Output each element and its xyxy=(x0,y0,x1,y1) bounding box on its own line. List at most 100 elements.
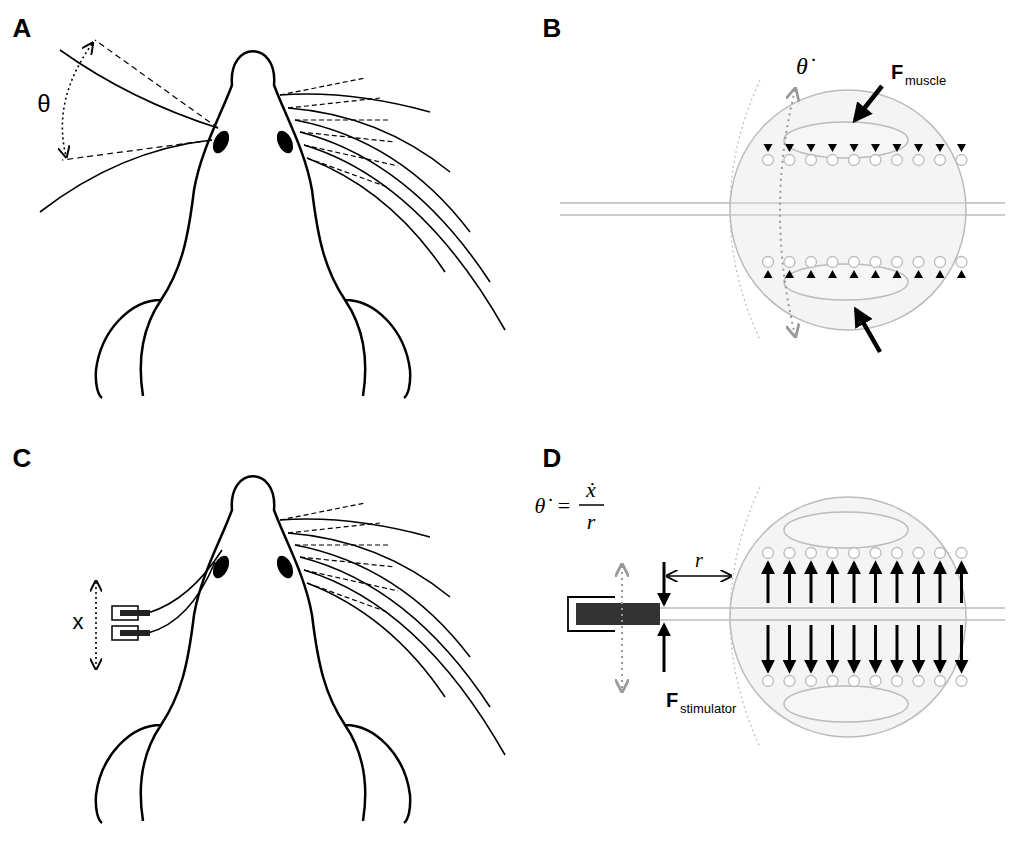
follicle xyxy=(784,122,908,158)
cell xyxy=(870,257,881,268)
stimulator xyxy=(576,603,660,625)
follicle xyxy=(560,202,1005,204)
distance-symbol: r xyxy=(587,511,596,533)
panel-letter: A xyxy=(13,15,32,41)
left-whisker xyxy=(148,550,222,613)
reaction-force-arrow xyxy=(874,625,877,671)
stimulator-force-arrow xyxy=(663,562,666,604)
cell xyxy=(849,676,860,687)
cell xyxy=(870,155,881,166)
follicle xyxy=(763,548,968,687)
equals-sign: = xyxy=(558,495,570,517)
follicle xyxy=(660,487,1005,747)
reaction-force-arrow xyxy=(939,563,942,603)
rest-tangent xyxy=(62,140,212,160)
stimulator-tube xyxy=(120,630,150,636)
velocity-symbol: θ̇ xyxy=(796,54,808,78)
muscle-force-marker xyxy=(785,144,794,152)
displacement-arrow xyxy=(621,566,623,690)
follicle xyxy=(763,144,968,278)
muscle-force-marker xyxy=(936,270,945,278)
muscle-force-marker xyxy=(807,270,816,278)
reaction-force-arrow xyxy=(767,625,770,671)
stimulator xyxy=(568,597,660,631)
force-symbol: F xyxy=(666,690,678,710)
force-subscript: muscle xyxy=(905,74,946,87)
velocity-symbol: θ̇ xyxy=(535,495,546,517)
reaction-force-arrow xyxy=(831,625,834,671)
reaction-force-arrow xyxy=(960,563,963,603)
follicle xyxy=(784,512,908,548)
cell xyxy=(935,548,946,559)
cell xyxy=(806,548,817,559)
cell xyxy=(849,257,860,268)
follicle xyxy=(560,214,1005,216)
cell xyxy=(806,676,817,687)
rest-tangent xyxy=(95,40,218,128)
rat-head xyxy=(96,51,505,398)
cell xyxy=(806,257,817,268)
left-whisker xyxy=(60,50,218,128)
follicle xyxy=(730,497,966,737)
left-whisker xyxy=(40,140,212,212)
muscle-force-marker xyxy=(828,270,837,278)
cell xyxy=(870,676,881,687)
left-whisker xyxy=(148,550,222,633)
cell xyxy=(806,155,817,166)
cell xyxy=(870,548,881,559)
cell xyxy=(784,155,795,166)
reaction-force-arrow xyxy=(853,563,856,603)
reaction-force-arrow xyxy=(896,625,899,671)
cell xyxy=(763,155,774,166)
angle-arc xyxy=(62,44,92,156)
cell xyxy=(827,257,838,268)
displacement-rate-symbol: ẋ xyxy=(586,479,596,501)
cell xyxy=(892,676,903,687)
muscle-force-marker xyxy=(871,144,880,152)
reaction-force-arrow xyxy=(810,625,813,671)
reaction-force-arrow xyxy=(767,563,770,603)
cell xyxy=(956,676,967,687)
displacement-symbol: x xyxy=(73,611,84,633)
reaction-force-arrow xyxy=(917,625,920,671)
muscle-force-marker xyxy=(807,144,816,152)
reaction-force-arrow xyxy=(917,563,920,603)
reaction-force-arrow xyxy=(896,563,899,603)
stimulator-tube xyxy=(112,606,150,640)
displacement-arrow xyxy=(95,582,97,668)
distance-symbol: r xyxy=(695,550,703,570)
cell xyxy=(784,676,795,687)
cell xyxy=(935,257,946,268)
cell xyxy=(784,257,795,268)
muscle-force-marker xyxy=(936,144,945,152)
left-whisker xyxy=(40,50,218,212)
rest-tangent xyxy=(62,40,218,160)
cell xyxy=(956,155,967,166)
cell xyxy=(763,676,774,687)
muscle-force-marker xyxy=(957,144,966,152)
cell xyxy=(935,155,946,166)
reaction-force-arrow xyxy=(960,625,963,671)
cell xyxy=(892,155,903,166)
follicle xyxy=(730,90,966,330)
follicle xyxy=(560,80,1005,340)
muscle-force-marker xyxy=(914,270,923,278)
muscle-force-arrow xyxy=(855,86,882,352)
fraction-bar xyxy=(579,504,604,506)
muscle-force-marker xyxy=(957,270,966,278)
cell xyxy=(827,676,838,687)
cell xyxy=(913,548,924,559)
reaction-force-arrow xyxy=(939,625,942,671)
force-symbol: F xyxy=(891,62,903,82)
cell xyxy=(849,548,860,559)
cell xyxy=(913,257,924,268)
cell xyxy=(913,155,924,166)
follicle xyxy=(660,607,1005,609)
muscle-force-marker xyxy=(764,270,773,278)
muscle-force-arrow xyxy=(856,310,880,352)
muscle-force-marker xyxy=(764,144,773,152)
cell xyxy=(956,548,967,559)
follicle xyxy=(784,686,908,722)
cell xyxy=(892,257,903,268)
